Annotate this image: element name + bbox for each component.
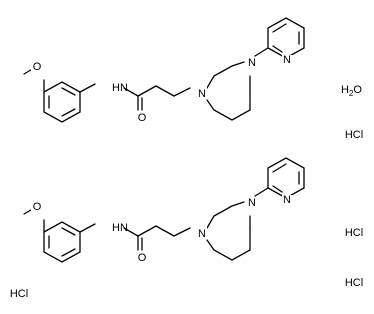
bond: [137, 85, 157, 97]
water-label: H2O: [341, 84, 362, 98]
bond: [254, 47, 269, 57]
pyridine-nitrogen-label: N: [283, 194, 291, 206]
hcl-label-1: HCl: [345, 129, 363, 141]
ring-double-bond: [272, 185, 283, 193]
bond: [123, 87, 139, 97]
amide-nitrogen-label: N: [120, 222, 128, 234]
molecule-1: O N H O N N N: [23, 17, 305, 124]
bond: [123, 227, 139, 237]
bond: [173, 227, 191, 237]
methoxy-oxygen-label: O: [33, 201, 42, 213]
ring-double-bond: [61, 227, 76, 236]
bond: [79, 223, 96, 233]
amide-hydrogen-label: H: [112, 222, 120, 234]
salt-labels: H2O HCl HCl HCl HCl: [10, 84, 363, 300]
piperazine-ring: [206, 227, 251, 261]
piperazine-nitrogen-2-label: N: [248, 57, 256, 69]
amide-hydrogen-label: H: [112, 82, 120, 94]
piperazine-nitrogen-2-label: N: [248, 197, 256, 209]
ring-double-bond: [61, 87, 76, 96]
hcl-label-2: HCl: [345, 227, 363, 239]
ring-double-bond: [61, 108, 76, 117]
ring-double-bond: [272, 163, 287, 173]
piperazine-ring: [206, 201, 245, 229]
bond: [173, 87, 191, 97]
pyridine-nitrogen-label: N: [283, 54, 291, 66]
ring-double-bond: [61, 248, 76, 257]
piperazine-nitrogen-1-label: N: [198, 228, 206, 240]
amide-nitrogen-label: N: [120, 82, 128, 94]
piperazine-nitrogen-1-label: N: [198, 88, 206, 100]
carbonyl-oxygen-label: O: [138, 252, 147, 264]
benzene-ring: [43, 81, 81, 123]
bond: [155, 225, 175, 237]
benzene-ring: [43, 221, 81, 263]
hcl-label-4: HCl: [10, 288, 28, 300]
molecule-2: O N H O N N N: [23, 157, 305, 264]
piperazine-ring: [206, 87, 251, 121]
methoxy-oxygen-label: O: [33, 61, 42, 73]
bond: [254, 187, 269, 197]
bond: [137, 225, 157, 237]
hcl-label-3: HCl: [345, 277, 363, 289]
carbonyl-oxygen-label: O: [138, 112, 147, 124]
ring-double-bond: [272, 23, 287, 33]
ring-double-bond: [272, 45, 283, 53]
bond: [79, 83, 96, 93]
piperazine-ring: [206, 61, 245, 89]
bond: [155, 85, 175, 97]
